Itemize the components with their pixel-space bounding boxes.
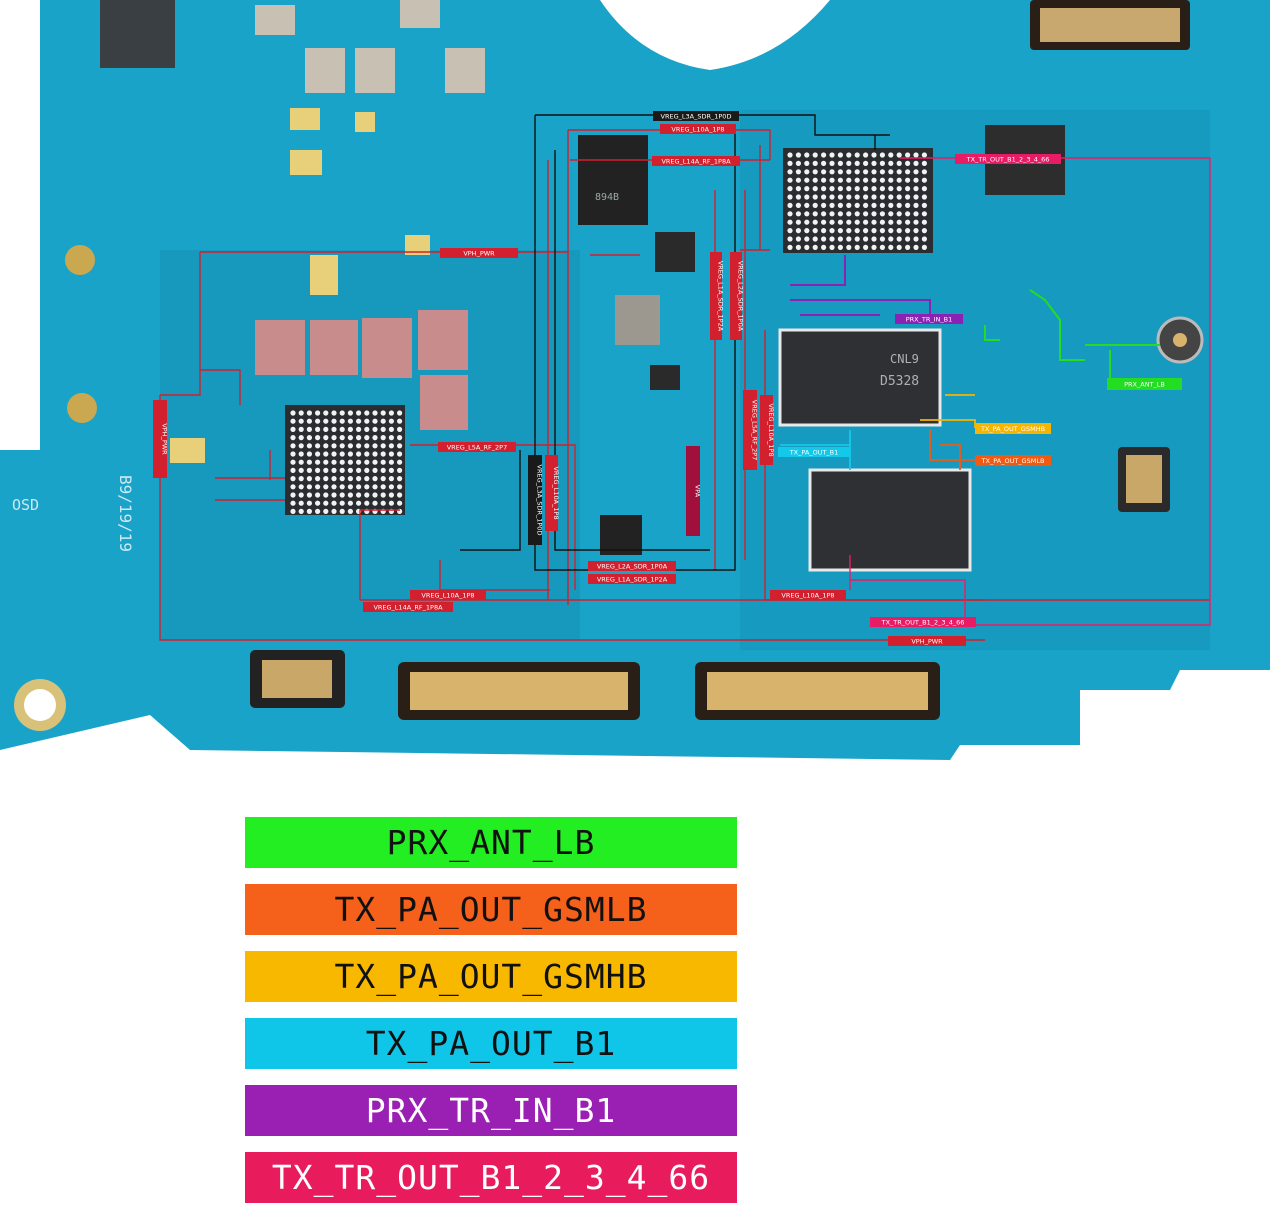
net-label-vph-pwr-top: VPH_PWR (440, 248, 518, 258)
legend-label: PRX_ANT_LB (386, 823, 596, 862)
pcb-board-view: 894B D5328 CNL9 (0, 0, 1270, 760)
net-label-text: VREG_L1A_SDR_1P2A (716, 261, 724, 332)
bga-dots-left (290, 410, 403, 514)
legend-label: TX_TR_OUT_B1_2_3_4_66 (271, 1158, 711, 1197)
net-label-vpa: VPA (686, 446, 701, 536)
net-label-text: VREG_L14A_RF_1P8A (661, 157, 731, 165)
pink-trace-tx-tr-out (849, 157, 1211, 626)
net-label-vreg-l1a-sdr-1p2a-h: VREG_L1A_SDR_1P2A (588, 574, 676, 584)
net-label-vreg-l2a-sdr-1p0a-h: VREG_L2A_SDR_1P0A (588, 561, 676, 571)
chip-center-low (600, 515, 642, 555)
net-label-text: VREG_L2A_SDR_1P0A (597, 562, 668, 570)
chip-center-small (655, 232, 695, 272)
net-label-vreg-l10a-1p8-br: VREG_L10A_1P8 (770, 590, 846, 600)
chip-center-ce (650, 365, 680, 390)
net-label-text: VREG_L10A_1P8 (552, 466, 560, 519)
net-label-text: VREG_L10A_1P8 (421, 591, 474, 599)
gold-pad (65, 245, 95, 275)
net-label-text: VPA (693, 485, 701, 498)
net-label-vreg-l10a-1p8-v2: VREG_L10A_1P8 (760, 395, 775, 465)
connector-right-mid (1118, 447, 1170, 512)
legend-item-prx-ant-lb: PRX_ANT_LB (245, 817, 737, 868)
inductor-center (615, 295, 660, 345)
net-label-vreg-l10a-1p8-top: VREG_L10A_1P8 (660, 124, 736, 134)
component-cluster-top (255, 0, 485, 93)
net-label-vreg-l3a-sdr-1p0d: VREG_L3A_SDR_1P0D (653, 111, 739, 121)
net-label-text: TX_PA_OUT_B1 (789, 448, 839, 456)
silkscreen-osd: OSD (12, 496, 39, 514)
net-label-vreg-l14a-rf-1p8a-bl: VREG_L14A_RF_1P8A (363, 602, 453, 612)
net-label-vreg-l14a-rf-1p8a-top: VREG_L14A_RF_1P8A (652, 156, 740, 166)
silkscreen-date: B9/19/19 (116, 475, 135, 552)
connector-top-right (1030, 0, 1190, 50)
legend-item-tx-pa-out-gsmlb: TX_PA_OUT_GSMLB (245, 884, 737, 935)
mounting-hole-inner (24, 689, 56, 721)
net-label-text: VREG_L3A_SDR_1P0D (535, 465, 543, 536)
component-cluster-yellow (170, 108, 430, 463)
legend: PRX_ANT_LB TX_PA_OUT_GSMLB TX_PA_OUT_GSM… (245, 817, 737, 1219)
net-label-prx-ant-lb: PRX_ANT_LB (1107, 378, 1182, 390)
net-label-text: VREG_L2A_SDR_1P0A (736, 261, 744, 332)
pcb-board-svg: 894B D5328 CNL9 (0, 0, 1270, 760)
net-label-text: VREG_L10A_1P8 (671, 125, 724, 133)
net-label-vreg-l1a-sdr-1p2a: VREG_L1A_SDR_1P2A (710, 252, 724, 340)
qfn-chip-lower (808, 468, 972, 572)
net-label-tx-tr-out-bottom: TX_TR_OUT_B1_2_3_4_66 (870, 617, 976, 627)
net-label-text: VPH_PWR (463, 249, 495, 257)
net-label-text: PRX_ANT_LB (1124, 380, 1165, 388)
net-label-tx-pa-out-b1: TX_PA_OUT_B1 (778, 447, 850, 457)
net-label-vreg-l10a-1p8-v: VREG_L10A_1P8 (545, 455, 560, 531)
legend-label: TX_PA_OUT_GSMLB (334, 890, 648, 929)
net-label-text: PRX_TR_IN_B1 (906, 315, 953, 323)
net-label-tx-pa-out-gsmhb: TX_PA_OUT_GSMHB (975, 423, 1051, 434)
net-label-text: VREG_L10A_1P8 (767, 403, 775, 456)
net-label-text: TX_PA_OUT_GSMHB (980, 425, 1045, 433)
net-label-text: VREG_L3A_SDR_1P0D (661, 112, 732, 120)
gold-pad (67, 393, 97, 423)
net-label-vph-pwr-left: VPH_PWR (153, 400, 168, 478)
inductor-row (255, 310, 468, 430)
net-label-vph-pwr-bottom: VPH_PWR (888, 636, 966, 646)
legend-item-prx-tr-in-b1: PRX_TR_IN_B1 (245, 1085, 737, 1136)
net-label-vreg-l10a-1p8-bl: VREG_L10A_1P8 (410, 590, 486, 600)
legend-label: TX_PA_OUT_GSMHB (334, 957, 648, 996)
connector-small-left (250, 650, 345, 708)
legend-item-tx-tr-out: TX_TR_OUT_B1_2_3_4_66 (245, 1152, 737, 1203)
net-label-vreg-l2a-sdr-1p0a-v: VREG_L2A_SDR_1P0A (730, 252, 744, 340)
net-label-text: VREG_L5A_RF_2P7 (447, 443, 508, 451)
net-label-text: VREG_L5A_RF_2P7 (750, 400, 758, 461)
net-label-prx-tr-in-b1: PRX_TR_IN_B1 (895, 314, 963, 324)
coax-center (1173, 333, 1187, 347)
legend-label: PRX_TR_IN_B1 (365, 1091, 617, 1130)
connector-bottom-1 (398, 662, 640, 720)
net-labels: VREG_L3A_SDR_1P0DVREG_L10A_1P8VREG_L14A_… (153, 111, 1182, 646)
net-label-tx-pa-out-gsmlb: TX_PA_OUT_GSMLB (975, 455, 1051, 466)
legend-item-tx-pa-out-gsmhb: TX_PA_OUT_GSMHB (245, 951, 737, 1002)
chip-marking-cnl9: CNL9 (890, 352, 919, 366)
chip-marking-894b: 894B (595, 192, 619, 203)
net-label-text: TX_TR_OUT_B1_2_3_4_66 (881, 618, 965, 626)
net-label-vreg-l3a-sdr-1p0d-v: VREG_L3A_SDR_1P0D (528, 455, 543, 545)
net-label-text: VPH_PWR (160, 423, 168, 455)
green-trace-prx-ant (984, 289, 1160, 380)
net-label-text: TX_PA_OUT_GSMLB (981, 457, 1045, 465)
chip-marking-d5328: D5328 (880, 374, 919, 389)
qfn-chip-d5328 (778, 328, 942, 427)
net-label-text: VREG_L1A_SDR_1P2A (597, 575, 668, 583)
net-label-tx-tr-out-top: TX_TR_OUT_B1_2_3_4_66 (955, 154, 1061, 164)
net-label-text: VREG_L14A_RF_1P8A (373, 603, 443, 611)
orange-trace-gsmlb (929, 430, 975, 470)
net-label-text: VPH_PWR (911, 637, 943, 645)
connector-bottom-2 (695, 662, 940, 720)
net-label-text: TX_TR_OUT_B1_2_3_4_66 (966, 155, 1050, 163)
chip-center-894b (578, 135, 648, 225)
net-label-text: VREG_L10A_1P8 (781, 591, 834, 599)
legend-label: TX_PA_OUT_B1 (365, 1024, 617, 1063)
net-label-vreg-l5a-rf-2p7-v: VREG_L5A_RF_2P7 (743, 390, 758, 470)
chip-top-left (100, 0, 175, 68)
bga-dots-right-top (787, 152, 928, 250)
legend-item-tx-pa-out-b1: TX_PA_OUT_B1 (245, 1018, 737, 1069)
net-label-vreg-l5a-rf-2p7-h: VREG_L5A_RF_2P7 (438, 442, 516, 452)
